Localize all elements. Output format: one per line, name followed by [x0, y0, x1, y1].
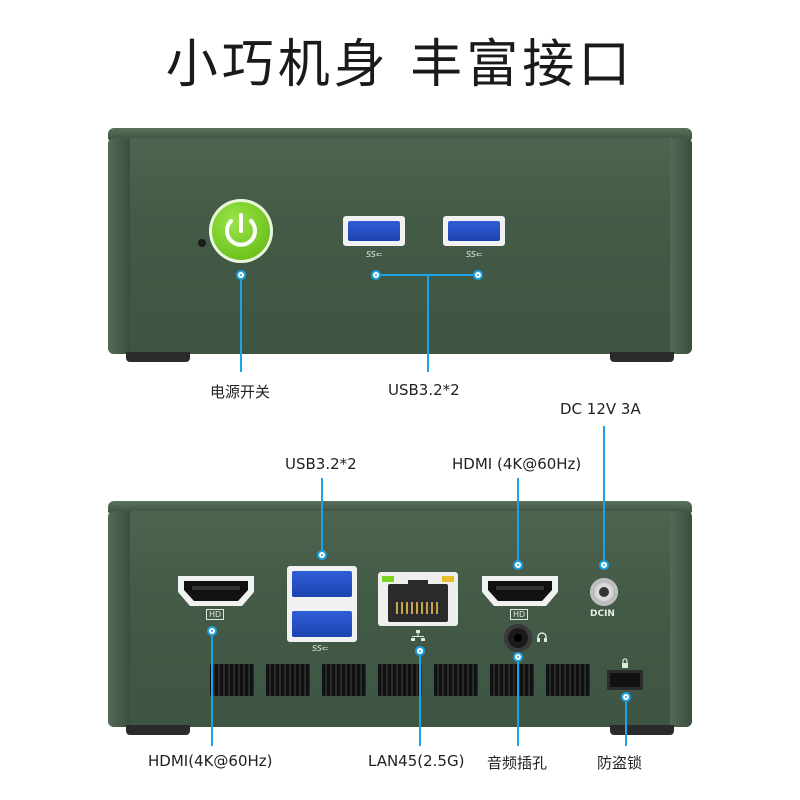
hdmi-left-callout-line	[211, 636, 213, 746]
power-icon	[225, 213, 257, 247]
usb-callout-dot-left	[371, 270, 381, 280]
lan-callout-line	[419, 656, 421, 746]
front-panel	[108, 128, 692, 364]
lock-icon	[620, 658, 630, 668]
hdmi-left-callout-dot	[207, 626, 217, 636]
hdmi-right-label: HDMI (4K@60Hz)	[452, 455, 582, 473]
lock-callout-dot	[621, 692, 631, 702]
dc-jack	[590, 578, 618, 606]
lock-label: 防盗锁	[597, 754, 643, 772]
power-callout-line	[240, 280, 242, 372]
dcin-badge: DCIN	[590, 609, 615, 619]
dc-callout-line	[603, 426, 605, 560]
hd-badge: HD	[510, 609, 529, 620]
power-button[interactable]	[209, 199, 273, 263]
hd-badge: HD	[206, 609, 225, 620]
hdmi-port-left	[174, 574, 258, 608]
audio-label: 音频插孔	[487, 754, 548, 772]
power-label: 电源开关	[210, 383, 271, 401]
security-lock-slot	[607, 670, 643, 690]
vent-slot	[378, 664, 422, 696]
lan-label: LAN45(2.5G)	[368, 752, 465, 770]
vent-slot	[322, 664, 366, 696]
rear-usb-stack	[287, 566, 357, 642]
usb-ss-badge: SS⇐	[366, 250, 383, 259]
usb-callout-line	[427, 276, 429, 372]
hdmi-right-callout-line	[517, 478, 519, 562]
lan-callout-dot	[415, 646, 425, 656]
hdmi-left-label: HDMI(4K@60Hz)	[148, 752, 273, 770]
vent-slot	[266, 664, 310, 696]
rear-usb-callout-line	[321, 478, 323, 550]
vent-slot	[434, 664, 478, 696]
hdmi-port-right	[478, 574, 562, 608]
lan-port	[378, 572, 458, 626]
usb-callout-dot-right	[473, 270, 483, 280]
network-icon	[410, 630, 426, 642]
power-callout-dot	[236, 270, 246, 280]
audio-callout-line	[517, 662, 519, 746]
usb-ss-badge: SS⇐	[312, 644, 329, 653]
usb-ss-badge: SS⇐	[466, 250, 483, 259]
front-usb-port-2	[443, 216, 505, 246]
rear-usb-label: USB3.2*2	[285, 455, 357, 473]
headphone-icon	[536, 631, 548, 643]
indicator-led	[198, 239, 206, 247]
rear-usb-callout-dot	[317, 550, 327, 560]
page-title: 小巧机身 丰富接口	[165, 35, 635, 95]
audio-callout-dot	[513, 652, 523, 662]
front-usb-label: USB3.2*2	[388, 381, 460, 399]
vent-slot	[210, 664, 254, 696]
dc-label: DC 12V 3A	[560, 400, 641, 418]
dc-callout-dot	[599, 560, 609, 570]
vent-slot	[490, 664, 534, 696]
lock-callout-line	[625, 702, 627, 746]
usb-callout-bar	[381, 274, 473, 276]
front-usb-port-1	[343, 216, 405, 246]
vent-slot	[546, 664, 590, 696]
hdmi-right-callout-dot	[513, 560, 523, 570]
audio-jack	[504, 624, 532, 652]
